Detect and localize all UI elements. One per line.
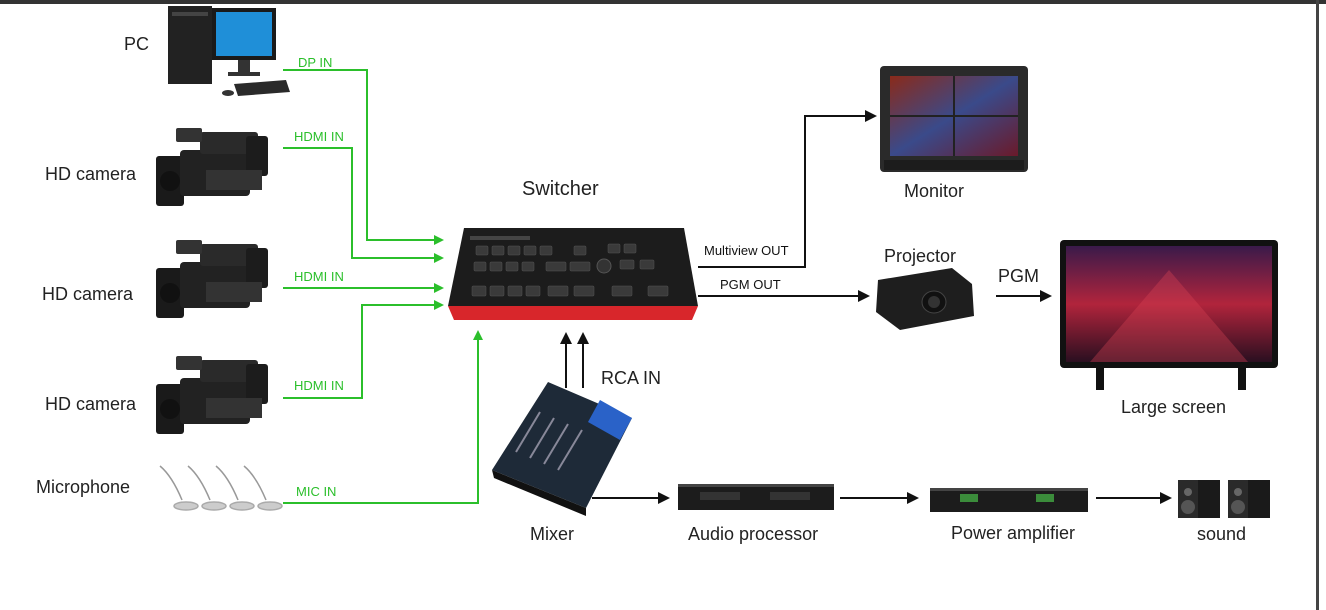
camera-icon-1: [156, 128, 268, 206]
edge-label-hdmi-in-3: HDMI IN: [294, 378, 344, 393]
projector-device: [876, 268, 974, 330]
audio-processor-device: [678, 484, 834, 510]
label-sound: sound: [1197, 524, 1247, 544]
pc-icon: [168, 6, 290, 96]
switcher-device: [448, 228, 698, 320]
label-mixer: Mixer: [530, 524, 574, 544]
edge-rca-in: [560, 332, 589, 388]
edge-label-pgm-out: PGM OUT: [720, 277, 781, 292]
edge-dp-in: [283, 69, 444, 245]
right-border: [1316, 0, 1319, 610]
label-switcher: Switcher: [522, 178, 599, 200]
label-audio-processor: Audio processor: [688, 524, 819, 544]
label-hd-camera-2: HD camera: [42, 284, 134, 304]
edge-label-dp-in: DP IN: [298, 55, 333, 70]
power-amplifier-device: [930, 488, 1088, 512]
edge-label-multiview-out: Multiview OUT: [704, 243, 789, 258]
edge-hdmi-in-3: [283, 300, 444, 399]
edge-label-pgm: PGM: [998, 266, 1040, 286]
mixer-device: [492, 382, 632, 516]
edge-label-hdmi-in-1: HDMI IN: [294, 129, 344, 144]
label-projector: Projector: [884, 246, 957, 266]
label-hd-camera-1: HD camera: [45, 164, 137, 184]
label-hd-camera-3: HD camera: [45, 394, 137, 414]
label-microphone: Microphone: [36, 477, 131, 497]
camera-icon-2: [156, 240, 268, 318]
edge-label-rca-in: RCA IN: [601, 368, 662, 388]
label-large-screen: Large screen: [1121, 397, 1227, 417]
monitor-device: [880, 66, 1028, 172]
label-power-amplifier: Power amplifier: [951, 523, 1076, 543]
label-monitor: Monitor: [904, 181, 965, 201]
edge-multiview-out: [698, 110, 877, 268]
large-screen-device: [1060, 240, 1278, 390]
label-pc: PC: [124, 34, 150, 54]
microphone-icon: [159, 465, 283, 511]
speaker-icon-left: [1178, 480, 1220, 518]
camera-icon-3: [156, 356, 268, 434]
edge-mic-in: [283, 330, 483, 504]
edge-hdmi-in-1: [283, 147, 444, 263]
top-border: [0, 0, 1326, 4]
edge-label-hdmi-in-2: HDMI IN: [294, 269, 344, 284]
speaker-icon-right: [1228, 480, 1270, 518]
edge-label-mic-in: MIC IN: [296, 484, 337, 499]
